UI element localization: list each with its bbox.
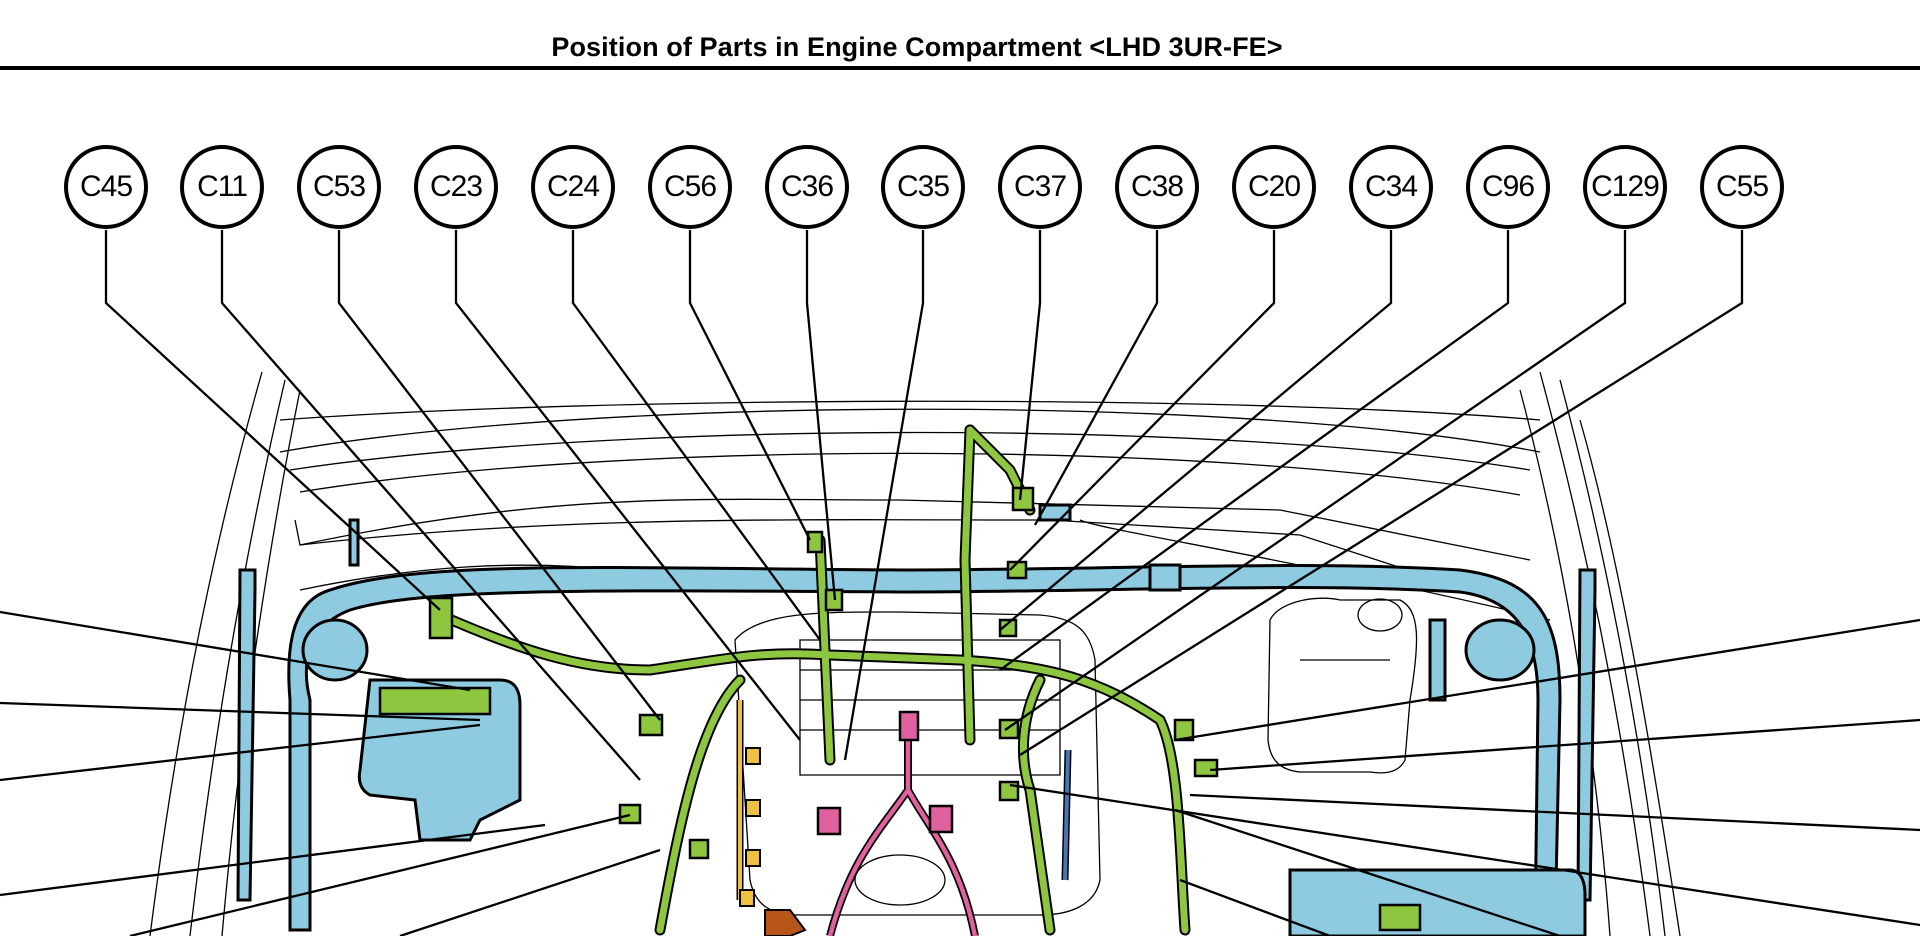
callout-label: C96 — [1481, 170, 1535, 203]
callout-label: C11 — [197, 170, 248, 203]
callout-c55: C55 — [1700, 145, 1784, 229]
callout-label: C35 — [896, 170, 950, 203]
callout-label: C23 — [429, 170, 483, 203]
callout-c37: C37 — [998, 145, 1082, 229]
callout-c96: C96 — [1466, 145, 1550, 229]
callout-label: C37 — [1013, 170, 1067, 203]
callout-c34: C34 — [1349, 145, 1433, 229]
callout-label: C36 — [780, 170, 834, 203]
body-outline — [149, 371, 1681, 936]
callout-c36: C36 — [765, 145, 849, 229]
engine-harness-connectors — [378, 486, 1422, 932]
callout-c23: C23 — [414, 145, 498, 229]
callout-c20: C20 — [1232, 145, 1316, 229]
callout-c45: C45 — [64, 145, 148, 229]
callout-label: C53 — [312, 170, 366, 203]
callout-c38: C38 — [1115, 145, 1199, 229]
callout-label: C38 — [1130, 170, 1184, 203]
callout-c11: C11 — [180, 145, 264, 229]
callout-label: C56 — [663, 170, 717, 203]
callout-label: C20 — [1247, 170, 1301, 203]
callout-label: C34 — [1364, 170, 1418, 203]
callout-label: C55 — [1715, 170, 1769, 203]
callout-label: C24 — [546, 170, 600, 203]
title-divider — [0, 66, 1920, 70]
page-title: Position of Parts in Engine Compartment … — [551, 32, 1283, 62]
callout-label: C45 — [79, 170, 133, 203]
leader-lines — [0, 230, 1920, 936]
callout-c53: C53 — [297, 145, 381, 229]
callout-c35: C35 — [881, 145, 965, 229]
bracket — [764, 909, 807, 936]
injector-harness — [826, 740, 979, 936]
callout-label: C129 — [1591, 170, 1660, 203]
callout-c24: C24 — [531, 145, 615, 229]
callout-c129: C129 — [1583, 145, 1667, 229]
callout-c56: C56 — [648, 145, 732, 229]
